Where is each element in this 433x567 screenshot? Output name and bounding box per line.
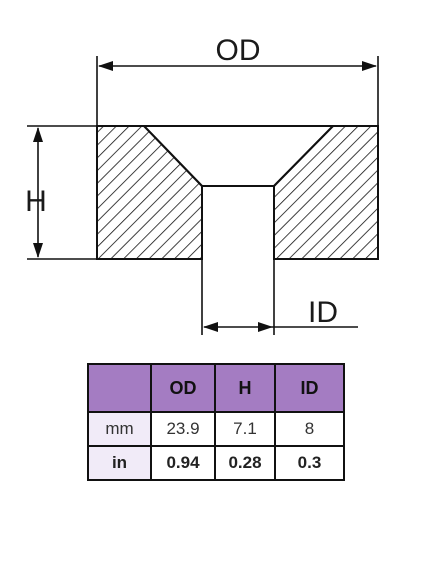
section-left-hatched bbox=[96, 125, 203, 260]
row-unit-mm: mm bbox=[87, 411, 152, 447]
table-header-row: OD H ID bbox=[87, 363, 345, 413]
id-arrow-right-icon bbox=[258, 322, 273, 332]
cell-in-id: 0.3 bbox=[274, 445, 345, 481]
cell-in-h: 0.28 bbox=[214, 445, 276, 481]
part-section bbox=[96, 125, 379, 260]
section-right-hatched bbox=[273, 125, 379, 260]
table-row: in 0.94 0.28 0.3 bbox=[87, 445, 345, 481]
dimension-table: OD H ID mm 23.9 7.1 8 in 0.94 0.28 0.3 bbox=[87, 363, 345, 481]
h-dimension: H bbox=[25, 125, 97, 260]
table-header-h: H bbox=[214, 363, 276, 413]
h-label: H bbox=[25, 185, 47, 218]
od-dimension: OD bbox=[96, 34, 379, 126]
cell-mm-id: 8 bbox=[274, 411, 345, 447]
cell-in-od: 0.94 bbox=[150, 445, 216, 481]
cell-mm-h: 7.1 bbox=[214, 411, 276, 447]
id-dimension: ID bbox=[201, 259, 358, 335]
id-label: ID bbox=[308, 296, 338, 329]
od-arrow-right-icon bbox=[362, 61, 377, 71]
table-corner-cell bbox=[87, 363, 152, 413]
h-arrow-bottom-icon bbox=[33, 243, 43, 258]
row-unit-in: in bbox=[87, 445, 152, 481]
h-arrow-top-icon bbox=[33, 127, 43, 142]
cross-section-drawing: OD H ID bbox=[25, 34, 379, 335]
cell-mm-od: 23.9 bbox=[150, 411, 216, 447]
table-row: mm 23.9 7.1 8 bbox=[87, 411, 345, 447]
od-label: OD bbox=[216, 34, 261, 67]
table-header-od: OD bbox=[150, 363, 216, 413]
table-header-id: ID bbox=[274, 363, 345, 413]
id-arrow-left-icon bbox=[203, 322, 218, 332]
bore-outline bbox=[143, 125, 334, 187]
od-arrow-left-icon bbox=[98, 61, 113, 71]
